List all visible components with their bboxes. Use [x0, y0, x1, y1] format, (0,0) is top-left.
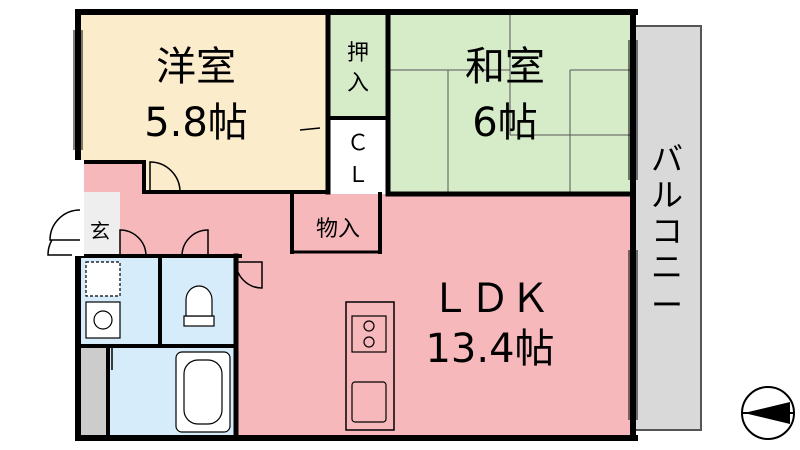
balcony-char: ー [651, 286, 683, 324]
kitchen-counter [345, 301, 395, 431]
windows [73, 30, 638, 420]
laundry-area [80, 346, 108, 438]
tatami-lines [388, 12, 633, 194]
stove-icon [351, 315, 387, 353]
closet-label-bottom: Ｌ [347, 163, 369, 188]
bathtub-icon [175, 351, 231, 433]
western-room-size: 5.8帖 [144, 100, 248, 146]
ldk-size: 13.4帖 [425, 326, 554, 372]
balcony-char: バ [651, 140, 683, 178]
balcony-char: ニ [651, 248, 683, 286]
balcony-char: ル [651, 176, 683, 214]
oshiire-label-bottom: 入 [347, 71, 369, 96]
toilet-icon [183, 285, 215, 327]
closet-area [328, 118, 388, 194]
walls [75, 9, 638, 441]
oshiire-label-top: 押 [347, 41, 369, 66]
sink-icon [351, 381, 387, 423]
western-room-name: 洋室 [156, 44, 236, 90]
entrance-door [72, 160, 84, 256]
balcony-area [632, 25, 702, 431]
entrance-door-swing [49, 209, 81, 241]
balcony-char: コ [651, 212, 683, 250]
hall-corner-area [80, 162, 144, 192]
ldk-name: ＬＤＫ [430, 276, 550, 322]
entrance-area [80, 192, 120, 256]
compass-north-icon [741, 386, 795, 440]
closet-label-top: Ｃ [347, 131, 369, 156]
oshiire-area [328, 12, 388, 118]
washbasin-icon [85, 301, 121, 339]
japanese-room-name: 和室 [465, 44, 545, 90]
entrance-label: 玄 [90, 219, 110, 243]
washer-icon [85, 261, 121, 297]
storage-area [292, 194, 380, 252]
balcony-label: バ ル コ ニ ー [651, 140, 683, 324]
storage-label: 物入 [316, 217, 360, 242]
japanese-room-size: 6帖 [472, 100, 537, 146]
